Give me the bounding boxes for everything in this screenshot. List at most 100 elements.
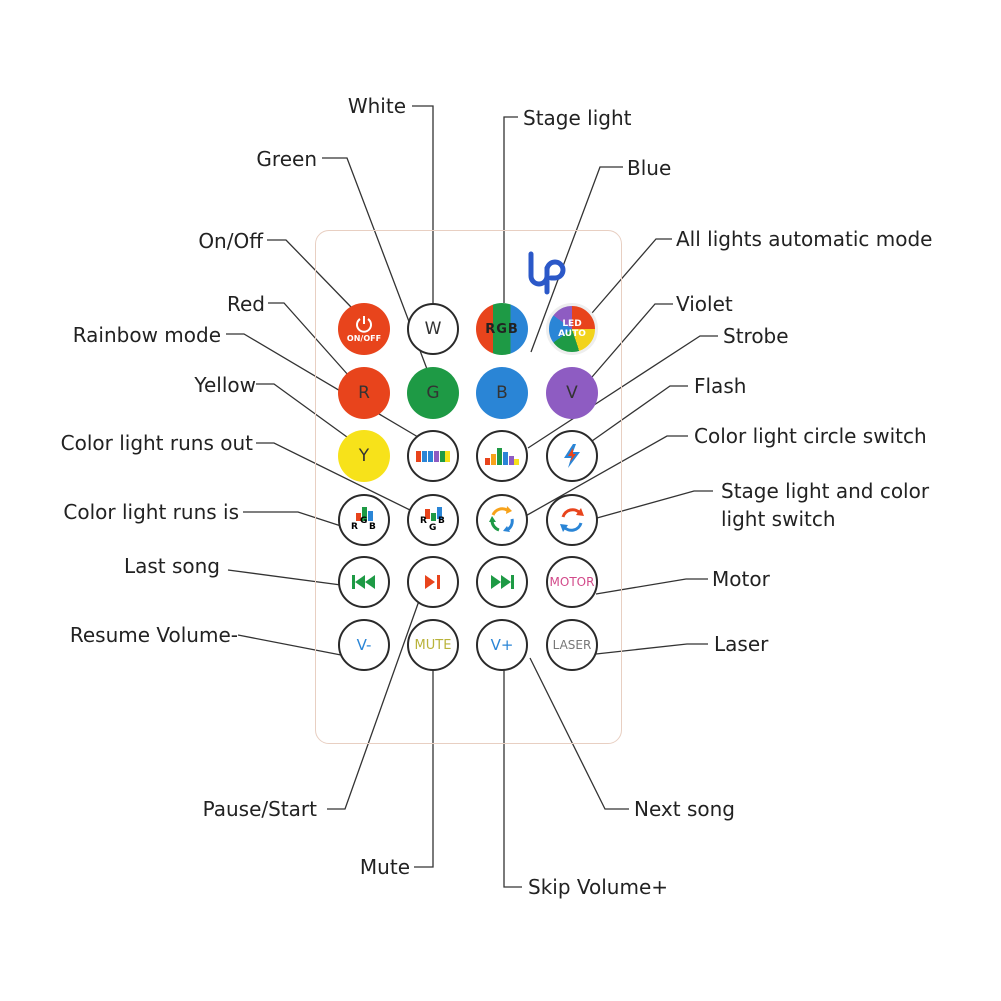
white-button-label: W: [424, 319, 442, 339]
green-button-label: G: [426, 383, 440, 403]
leader-laser: [595, 643, 708, 655]
red-button-label: R: [358, 383, 370, 403]
rgb-bars-icon: [356, 507, 373, 521]
runs-is-b: B: [369, 522, 376, 532]
label-skip-volume: Skip Volume+: [528, 875, 669, 899]
on-off-sublabel: ON/OFF: [346, 334, 382, 343]
stage-light-button[interactable]: R G B: [476, 303, 528, 355]
label-pause-start: Pause/Start: [202, 797, 317, 821]
leader-blue: [530, 166, 623, 353]
label-strobe: Strobe: [723, 324, 789, 348]
color-runs-out-button[interactable]: R G B: [407, 494, 459, 546]
leader-green: [322, 157, 431, 378]
runs-is-g: G: [360, 516, 368, 526]
last-song-button[interactable]: [338, 556, 390, 608]
power-icon: [356, 316, 372, 333]
circular-arrows-icon: [489, 506, 514, 532]
next-song-button[interactable]: [476, 556, 528, 608]
violet-button-label: V: [566, 383, 578, 403]
label-laser: Laser: [714, 632, 769, 656]
pause-start-button[interactable]: [407, 556, 459, 608]
mute-button[interactable]: MUTE: [407, 619, 459, 671]
violet-button[interactable]: V: [546, 367, 598, 419]
volume-down-button[interactable]: V-: [338, 619, 390, 671]
label-on-off: On/Off: [198, 229, 263, 253]
label-violet: Violet: [676, 292, 733, 316]
previous-track-icon: [352, 575, 375, 589]
leader-stage-light: [503, 116, 518, 303]
rgb-r-letter: R: [485, 321, 497, 337]
rgb-bars-icon: [425, 507, 442, 521]
motor-button[interactable]: MOTOR: [546, 556, 598, 608]
label-flash: Flash: [694, 374, 747, 398]
label-runs-out: Color light runs out: [60, 431, 253, 455]
strobe-button[interactable]: [476, 430, 528, 482]
green-button[interactable]: G: [407, 367, 459, 419]
leader-all-auto: [591, 238, 672, 314]
label-next-song: Next song: [634, 797, 735, 821]
runs-out-g: G: [429, 523, 437, 533]
all-auto-button[interactable]: LED AUTO: [546, 303, 598, 355]
label-rainbow: Rainbow mode: [72, 323, 221, 347]
runs-out-b: B: [438, 516, 445, 526]
leader-pause: [327, 597, 421, 810]
label-resume-volume: Resume Volume-: [69, 623, 238, 647]
laser-button-label: LASER: [552, 638, 592, 652]
volume-up-button[interactable]: V+: [476, 619, 528, 671]
leader-resume: [237, 634, 342, 656]
auto-auto-label: AUTO: [558, 329, 586, 339]
blue-button[interactable]: B: [476, 367, 528, 419]
leader-circle-switch: [521, 435, 688, 519]
flash-button[interactable]: [546, 430, 598, 482]
color-runs-is-button[interactable]: R G B: [338, 494, 390, 546]
rgb-b-letter: B: [507, 321, 519, 337]
leader-red: [268, 302, 350, 377]
label-mute: Mute: [359, 855, 410, 879]
strobe-bars-icon: [485, 448, 519, 465]
leader-onoff: [267, 239, 352, 308]
leader-skip: [503, 668, 522, 888]
label-stage-color-1: Stage light and color: [721, 479, 930, 503]
rgb-g-letter: G: [496, 321, 508, 337]
leader-runs-is: [243, 511, 342, 527]
label-runs-is: Color light runs is: [63, 500, 239, 524]
label-red: Red: [227, 292, 265, 316]
mute-button-label: MUTE: [414, 637, 452, 653]
red-button[interactable]: R: [338, 367, 390, 419]
leader-flash: [591, 385, 688, 442]
on-off-button[interactable]: ON/OFF: [338, 303, 390, 355]
volume-down-label: V-: [356, 636, 372, 654]
runs-is-r: R: [351, 522, 358, 532]
label-motor: Motor: [712, 567, 770, 591]
label-last-song: Last song: [123, 554, 220, 578]
color-circle-switch-button[interactable]: [476, 494, 528, 546]
leader-white: [412, 105, 434, 303]
leader-stage-color: [596, 490, 713, 519]
play-pause-icon: [425, 575, 440, 589]
switch-arrows-icon: [560, 508, 584, 532]
blue-button-label: B: [496, 383, 508, 403]
rainbow-mode-button[interactable]: [407, 430, 459, 482]
label-circle-switch: Color light circle switch: [694, 424, 927, 448]
label-stage-color-2: light switch: [721, 507, 836, 531]
laser-button[interactable]: LASER: [546, 619, 598, 671]
lightning-icon: [564, 444, 580, 468]
rainbow-bars-icon: [416, 451, 450, 462]
yellow-button[interactable]: Y: [338, 430, 390, 482]
remote-control-body: [315, 230, 622, 744]
stage-color-switch-button[interactable]: [546, 494, 598, 546]
label-stage-light: Stage light: [523, 106, 632, 130]
leader-last-song: [227, 569, 342, 586]
brand-logo-icon: [528, 251, 566, 295]
label-green: Green: [256, 147, 317, 171]
leader-runs-out: [256, 442, 413, 512]
next-track-icon: [491, 575, 514, 589]
leader-motor: [595, 578, 708, 595]
yellow-button-label: Y: [358, 446, 370, 466]
white-button[interactable]: W: [407, 303, 459, 355]
label-blue: Blue: [627, 156, 672, 180]
leader-violet: [591, 303, 673, 378]
label-white: White: [347, 94, 406, 118]
